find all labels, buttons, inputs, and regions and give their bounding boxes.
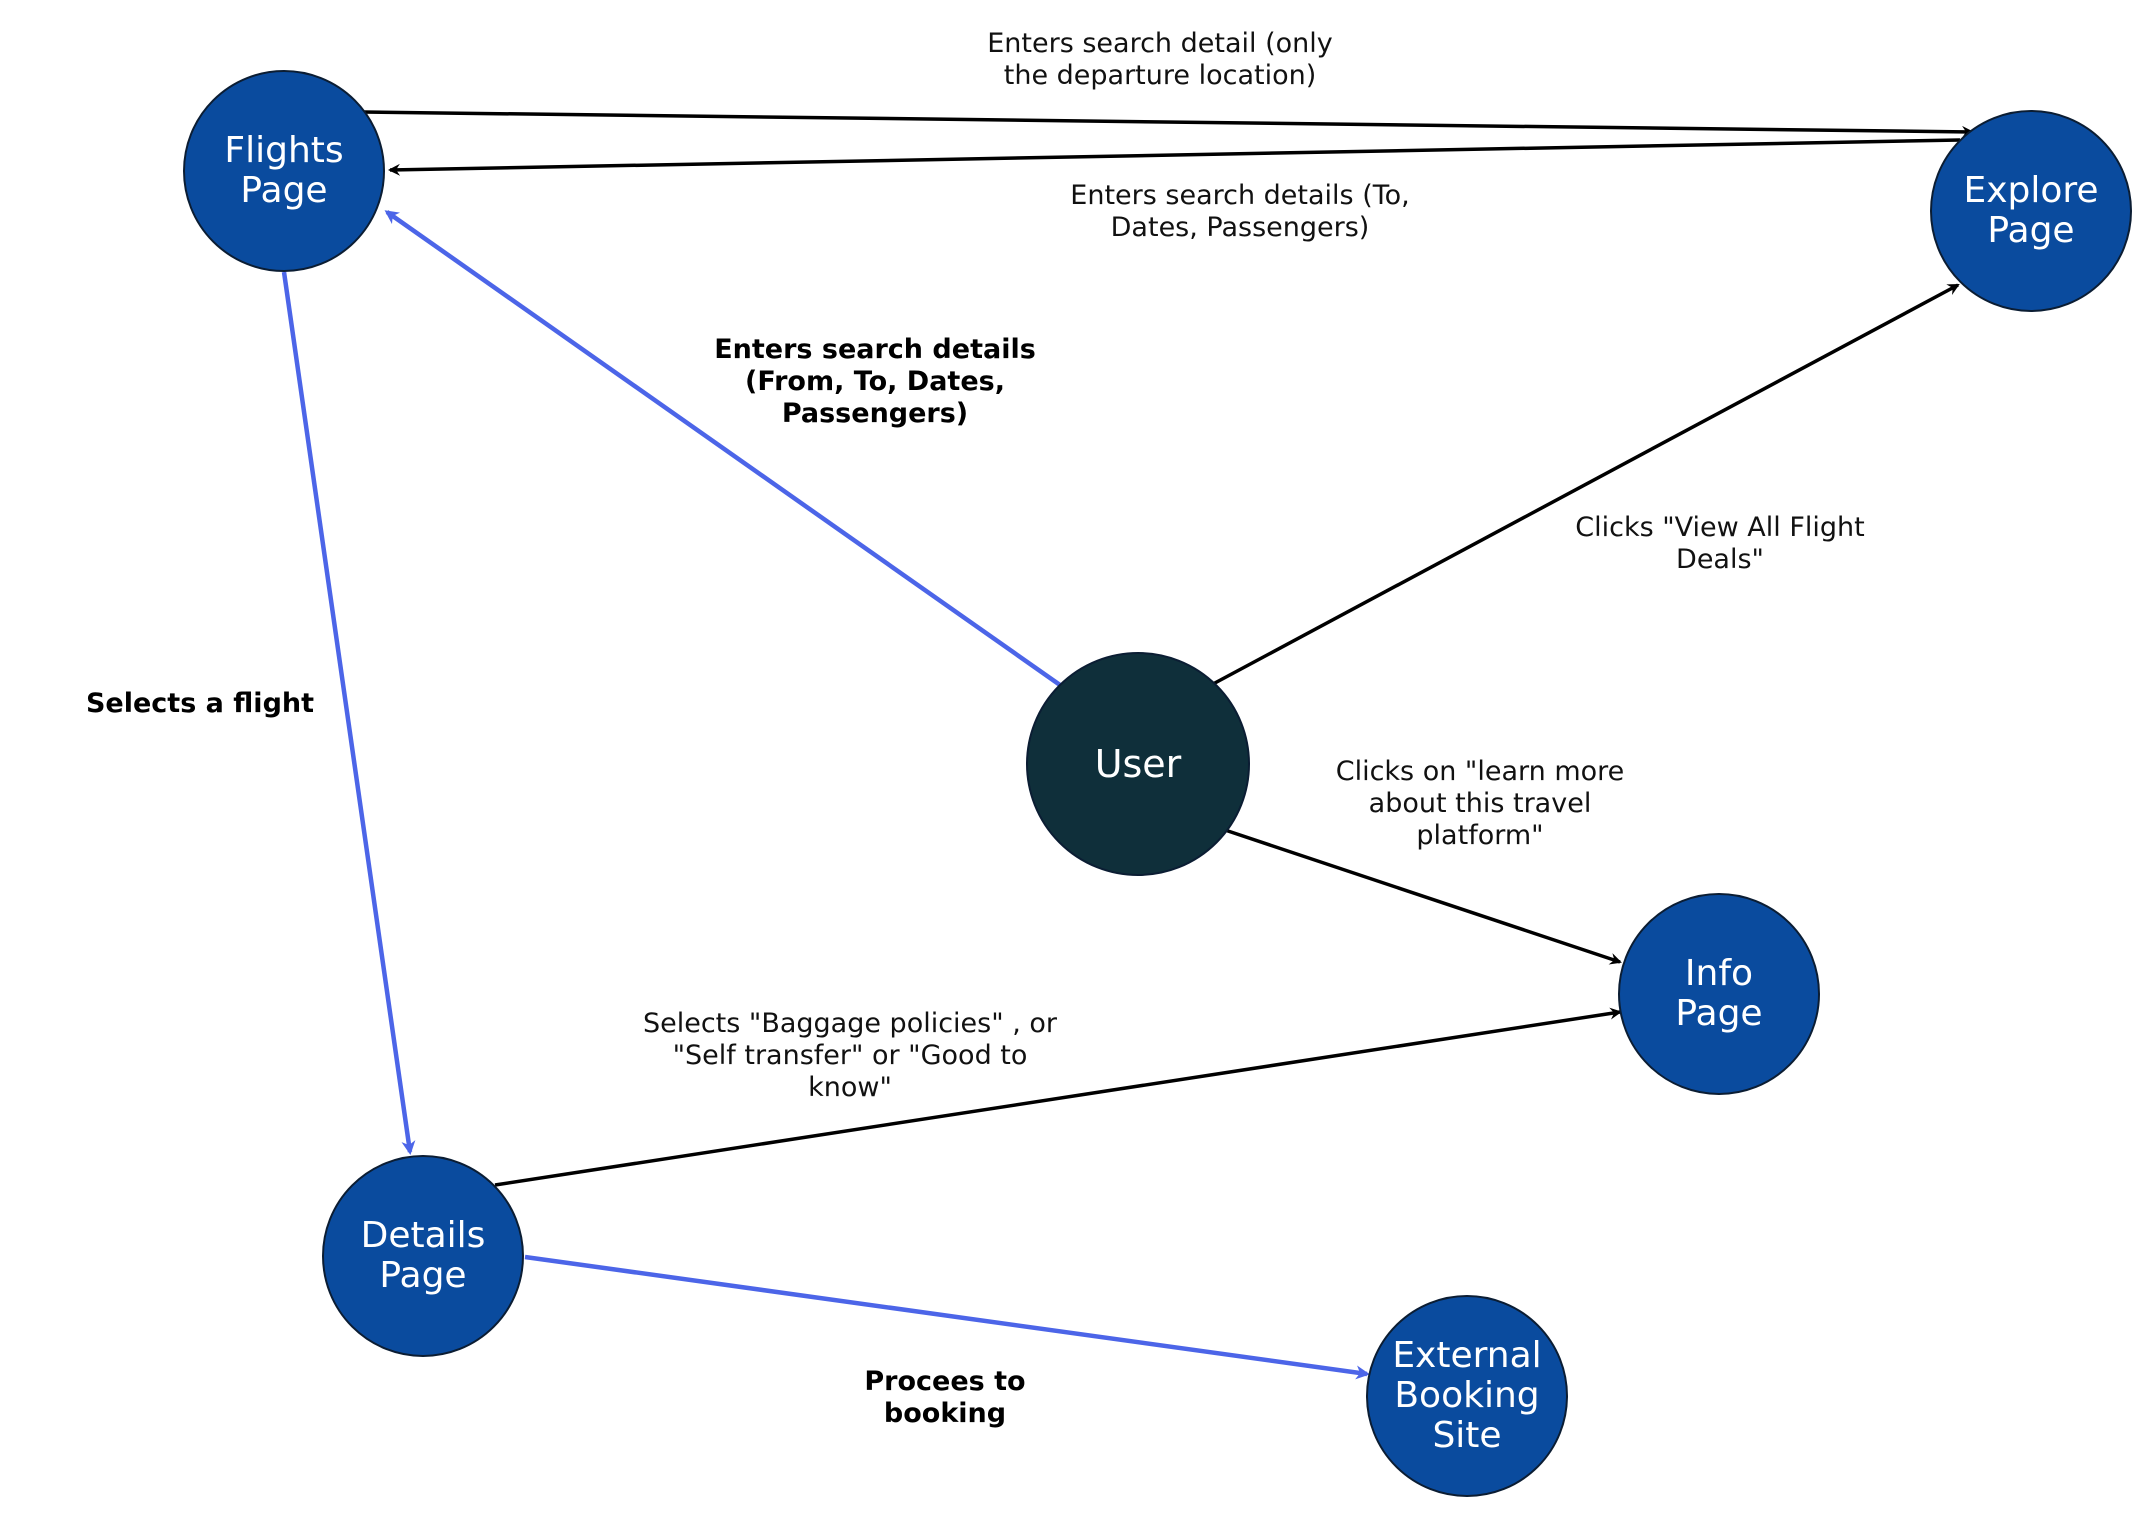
edge-label-details-to-info: Selects "Baggage policies" , or "Self tr…: [642, 1008, 1058, 1103]
node-user: User: [1026, 652, 1250, 876]
edge-label-explore-to-flights: Enters search details (To, Dates, Passen…: [1070, 180, 1410, 243]
node-info-page-label: Info Page: [1675, 952, 1763, 1034]
edge-flights-to-explore: [362, 110, 1974, 138]
edge-user-to-info: [1224, 828, 1622, 965]
edge-flights-to-details: [281, 271, 416, 1155]
node-explore-page-label: Explore Page: [1963, 169, 2099, 251]
edge-details-to-info: [494, 1007, 1622, 1187]
edge-label-user-to-info: Clicks on "learn more about this travel …: [1335, 756, 1625, 851]
node-info-page: Info Page: [1618, 893, 1820, 1095]
edge-label-user-to-explore: Clicks "View All Flight Deals": [1575, 512, 1865, 575]
edge-details-to-external: [524, 1254, 1370, 1380]
edge-explore-to-flights: [388, 138, 1961, 176]
node-explore-page: Explore Page: [1930, 110, 2132, 312]
edge-user-to-explore: [1212, 283, 1960, 686]
node-flights-page-label: Flights Page: [224, 129, 344, 211]
node-details-page-label: Details Page: [360, 1214, 486, 1296]
edge-label-flights-to-explore: Enters search detail (only the departure…: [987, 28, 1333, 91]
node-user-label: User: [1094, 741, 1182, 786]
node-flights-page: Flights Page: [183, 70, 385, 272]
node-external-booking-site: External Booking Site: [1366, 1295, 1568, 1497]
edge-label-user-to-flights: Enters search details (From, To, Dates, …: [714, 334, 1036, 429]
edge-label-details-to-external: Procees to booking: [864, 1366, 1026, 1429]
node-details-page: Details Page: [322, 1155, 524, 1357]
edge-label-flights-to-details: Selects a flight: [85, 688, 315, 719]
edge-user-to-flights: [384, 210, 1062, 687]
node-external-booking-site-label: External Booking Site: [1392, 1334, 1542, 1457]
